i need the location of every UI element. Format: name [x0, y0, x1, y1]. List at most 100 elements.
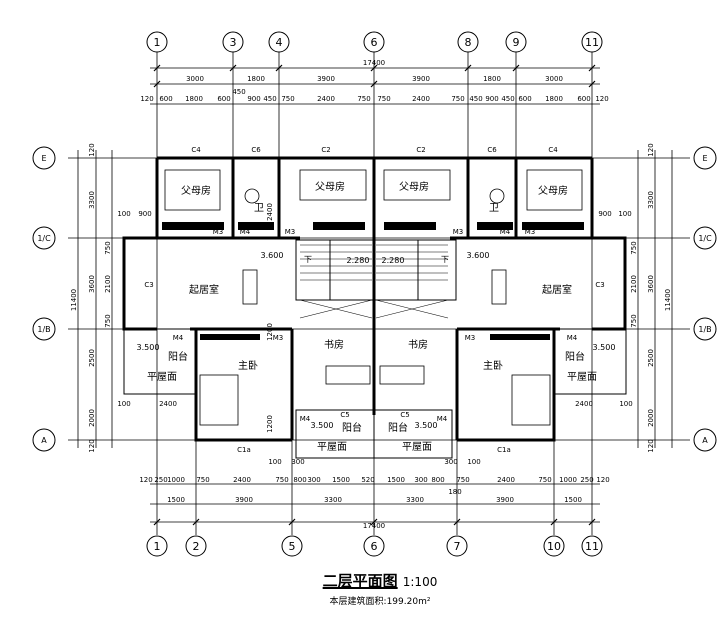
axis-labels-bottom: 1 2 5 6 7 10 11: [154, 540, 600, 553]
dim-top-r2: 120: [595, 95, 608, 103]
dim-bot-r1: 2400: [497, 476, 515, 484]
left-dimensions: 120 3300 750 3600 2100 750 2500 2000 120…: [70, 143, 112, 452]
dim-inner: 900: [598, 210, 611, 218]
tag-c3-left: C3: [144, 281, 153, 289]
axis-bottom-1: 1: [154, 540, 161, 553]
right-dimensions: 120 3300 750 2100 3600 750 2500 2000 120…: [630, 143, 672, 452]
level-3500-center-left: 3.500: [311, 421, 334, 430]
dim-top-r2: 2400: [412, 95, 430, 103]
dim-top-r2: 600: [217, 95, 230, 103]
dim-inner: 1200: [266, 415, 274, 433]
room-flatroof-right: 平屋面: [567, 371, 597, 383]
overall-dimensions: 17400 17400: [363, 59, 385, 530]
axis-top-1: 1: [154, 36, 161, 49]
tag-c1a-right: C1a: [497, 446, 511, 454]
drawing-title: 二层平面图 1:100: [300, 570, 460, 591]
stair-down-right: 下: [441, 255, 449, 264]
tag-c3-right: C3: [595, 281, 604, 289]
axis-right-1B: 1/B: [698, 325, 711, 334]
dim-top-r1: 1800: [247, 75, 265, 83]
tag-m3: M3: [213, 228, 224, 236]
dim-inner: 100: [618, 210, 631, 218]
tag-m4: M4: [500, 228, 511, 236]
dim-inner: 900: [138, 210, 151, 218]
dim-top-r1: 1800: [483, 75, 501, 83]
level-marks: 3.600 3.600 3.500 3.500 3.500 3.500 2.28…: [137, 251, 616, 430]
dim-top-r2: 900: [247, 95, 260, 103]
level-2280-left: 2.280: [347, 256, 370, 265]
dim-bot-r1: 520: [361, 476, 374, 484]
dim-left: 2000: [88, 409, 96, 427]
dim-bot-r1: 1500: [387, 476, 405, 484]
dim-bot-r1: 750: [538, 476, 551, 484]
opening-tags: C4 C6 C2 C2 C6 C4 C3 C3 C5 C5 C1a C1a M3…: [144, 146, 604, 454]
room-balcony-left: 阳台: [168, 350, 188, 363]
tag-m4: M4: [240, 228, 251, 236]
level-3500-right: 3.500: [593, 343, 616, 352]
axis-bubbles-top: [146, 31, 603, 53]
inner-dimensions: 100 900 900 100 100 2400 2400 100 100 30…: [117, 203, 632, 496]
stair-treads: [299, 244, 449, 319]
dim-top-r2: 600: [159, 95, 172, 103]
dim-inner: 300: [291, 458, 304, 466]
dim-top-r2: 450: [263, 95, 276, 103]
axis-bottom-5: 5: [289, 540, 296, 553]
dim-top-r2: 450: [232, 88, 245, 96]
dim-top-r2: 750: [357, 95, 370, 103]
axis-left-E: E: [41, 154, 46, 163]
dim-right: 2000: [647, 409, 655, 427]
dim-left: 3600: [88, 275, 96, 293]
dim-left-total: 11400: [70, 289, 78, 311]
axis-left-1B: 1/B: [37, 325, 50, 334]
dim-inner: 100: [268, 458, 281, 466]
axis-right-A: A: [702, 436, 708, 445]
dim-bot-r1: 1000: [167, 476, 185, 484]
room-labels: 父母房 父母房 父母房 父母房 卫 卫 起居室 起居室 主卧 主卧 书房 书房 …: [147, 180, 597, 453]
bottom-dimension-row-2: 1500 3900 3300 3300 3900 1500: [167, 496, 582, 504]
axis-right-1C: 1/C: [698, 234, 712, 243]
dim-bot-r2: 3900: [235, 496, 253, 504]
axis-labels-sides: E 1/C 1/B A E 1/C 1/B A: [37, 154, 712, 445]
axis-labels-top: 1 3 4 6 8 9 11: [154, 36, 600, 49]
tag-c6-right: C6: [487, 146, 497, 154]
dim-bot-r1: 120: [139, 476, 152, 484]
room-flatroof-left: 平屋面: [147, 371, 177, 383]
dim-left: 2100: [104, 275, 112, 293]
room-balcony-right: 阳台: [565, 350, 585, 363]
room-living-left: 起居室: [189, 283, 219, 296]
level-3500-left: 3.500: [137, 343, 160, 352]
tag-c2-left: C2: [321, 146, 330, 154]
tag-m3: M3: [453, 228, 464, 236]
dim-left: 750: [104, 241, 112, 254]
dim-top-r1: 3900: [317, 75, 335, 83]
dim-top-r2: 450: [501, 95, 514, 103]
axis-top-6: 6: [371, 36, 378, 49]
dim-top-r1: 3000: [186, 75, 204, 83]
drawing-title-block: 二层平面图 1:100 本层建筑面积:199.20m²: [300, 570, 460, 607]
room-living-right: 起居室: [542, 283, 572, 296]
stair-down-left: 下: [304, 255, 312, 264]
dim-top-r2: 600: [518, 95, 531, 103]
dim-bot-r1: 120: [596, 476, 609, 484]
axis-top-11: 11: [585, 36, 599, 49]
axis-bottom-6: 6: [371, 540, 378, 553]
axis-bottom-7: 7: [454, 540, 461, 553]
room-study-right: 书房: [408, 338, 428, 351]
room-flatroof-center-right: 平屋面: [402, 441, 432, 453]
tag-m3: M3: [465, 334, 476, 342]
dim-right: 750: [630, 314, 638, 327]
axis-grid-lines: [68, 52, 690, 535]
tag-c4-left: C4: [191, 146, 201, 154]
tag-m4: M4: [300, 415, 311, 423]
dim-top-r1: 3000: [545, 75, 563, 83]
axis-top-4: 4: [276, 36, 283, 49]
dim-top-r2: 750: [281, 95, 294, 103]
dim-bot-r1: 800: [293, 476, 306, 484]
title-text: 二层平面图: [322, 572, 398, 590]
dim-bot-r1: 250: [580, 476, 593, 484]
top-dimension-row-1: 3000 1800 3900 3900 1800 3000: [186, 75, 563, 83]
tag-m3: M3: [525, 228, 536, 236]
dim-top-r2: 1800: [185, 95, 203, 103]
axis-bottom-2: 2: [193, 540, 200, 553]
dim-top-r1: 3900: [412, 75, 430, 83]
